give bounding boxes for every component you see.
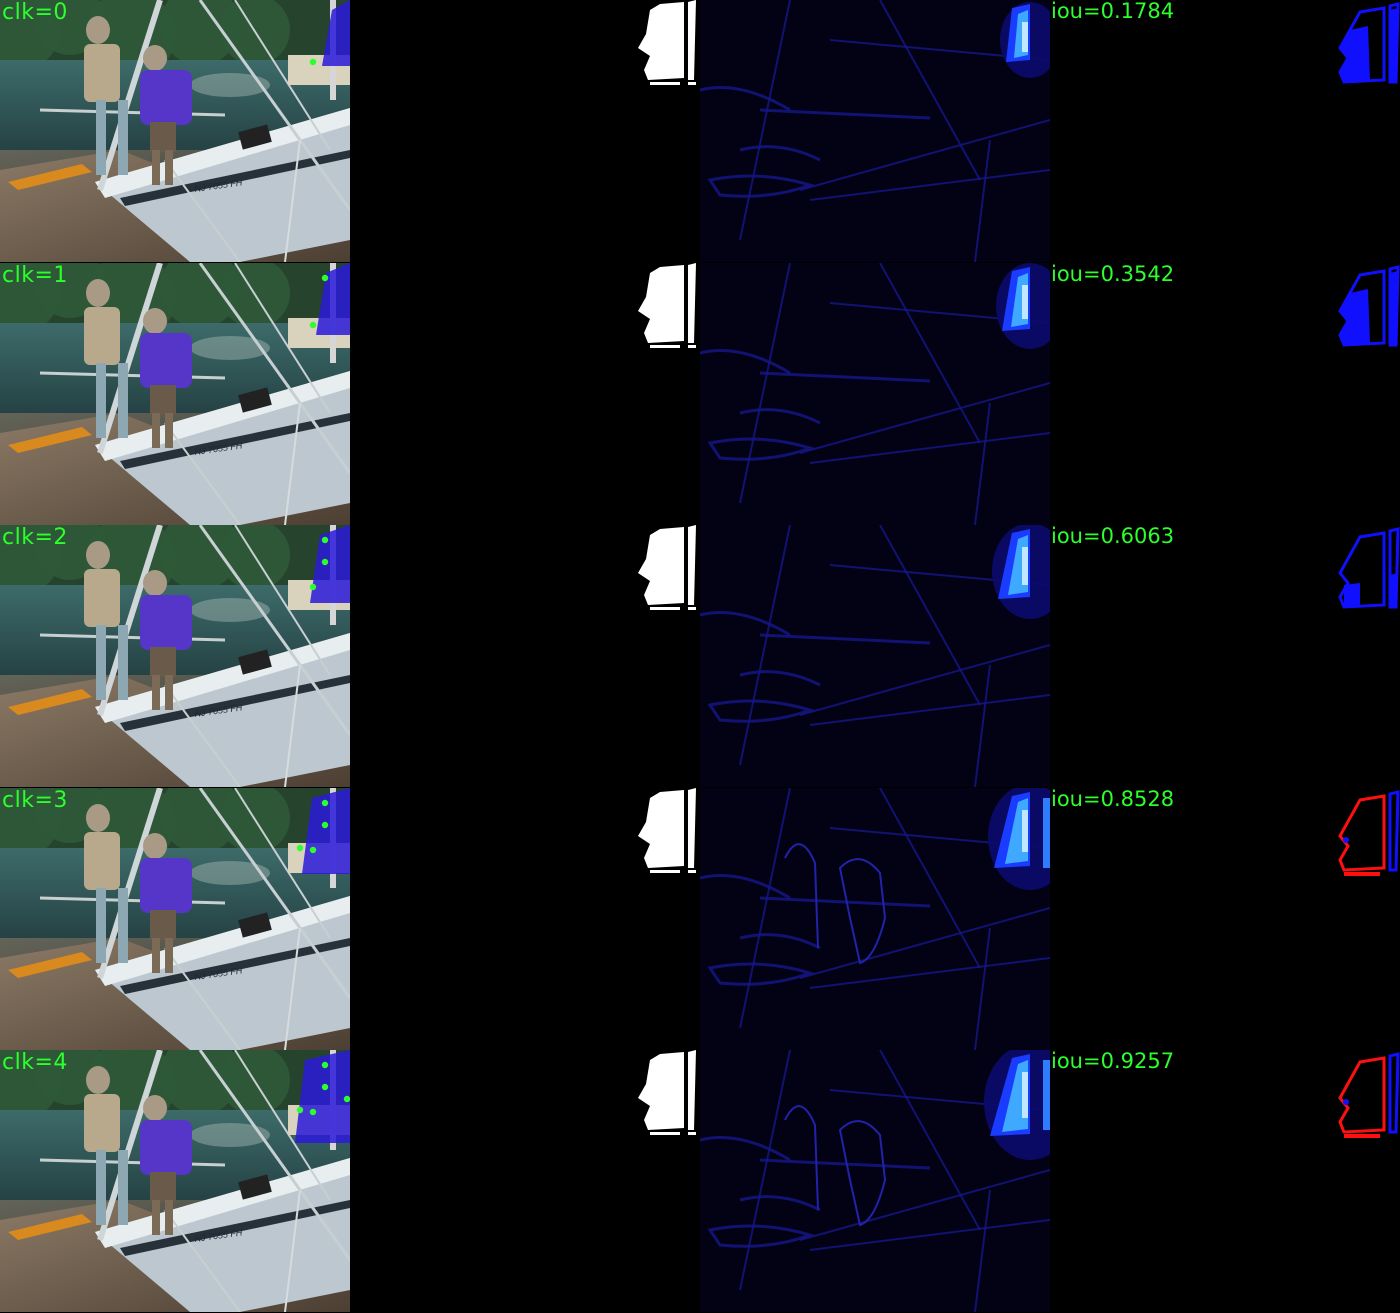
positive-click-dot [321,1084,329,1091]
positive-click-dot [321,536,329,544]
positive-click-dot [309,321,317,328]
click-count-label: clk=2 [2,525,68,551]
click-count-label: clk=3 [2,787,68,813]
probability-map-panel [700,262,1050,525]
positive-click-dot [296,844,304,851]
positive-click-dot [321,1062,329,1069]
ground-truth-mask-panel [350,525,700,788]
error-map-panel: iou=0.6063 [1050,525,1400,788]
iou-score-label: iou=0.3542 [1051,262,1175,286]
scene-illustration: NJ 7055 FH [0,262,350,525]
iou-score-label: iou=0.9257 [1051,1050,1175,1074]
ground-truth-mask [638,1050,696,1136]
probability-heatmap [700,1050,1050,1313]
error-map-panel: iou=0.8528 [1050,787,1400,1050]
error-map [1338,2,1400,84]
error-map-panel: iou=0.9257 [1050,1050,1400,1313]
error-map-panel: iou=0.3542 [1050,262,1400,525]
positive-click-dot [343,1096,350,1103]
positive-click-dot [309,846,317,853]
probability-heatmap [700,525,1050,788]
positive-click-dot [309,583,317,591]
click-count-label: clk=4 [2,1050,68,1076]
ground-truth-mask [638,525,696,611]
positive-click-dot [309,1109,317,1116]
positive-click-dot [321,799,329,806]
error-map [1338,264,1400,347]
probability-map-panel [700,525,1050,788]
ground-truth-mask [638,0,696,85]
positive-click-dot [321,821,329,828]
probability-heatmap [700,0,1050,262]
positive-click-dot [321,274,329,281]
ground-truth-mask-panel [350,262,700,525]
scene-illustration: NJ 7055 FH [0,1050,350,1313]
ground-truth-mask [638,262,696,348]
error-map [1338,789,1400,876]
probability-heatmap [700,262,1050,525]
ground-truth-mask-panel [350,0,700,262]
probability-map-panel [700,787,1050,1050]
iou-score-label: iou=0.1784 [1051,0,1175,23]
positive-click-dot [321,558,329,566]
error-map-panel: iou=0.1784 [1050,0,1400,262]
positive-click-dot [296,1107,304,1114]
iou-score-label: iou=0.8528 [1051,787,1175,811]
ground-truth-mask-panel [350,787,700,1050]
probability-heatmap [700,787,1050,1050]
probability-map-panel [700,1050,1050,1313]
error-map [1338,1052,1400,1139]
error-map [1338,527,1400,609]
click-count-label: clk=0 [2,0,68,25]
scene-illustration: NJ 7055 FH [0,0,350,262]
iou-score-label: iou=0.6063 [1051,525,1175,549]
ground-truth-mask [638,787,696,873]
click-count-label: clk=1 [2,262,68,288]
scene-illustration: NJ 7055 FH [0,787,350,1050]
ground-truth-mask-panel [350,1050,700,1313]
positive-click-dot [309,58,317,66]
probability-map-panel [700,0,1050,262]
scene-illustration: NJ 7055 FH [0,525,350,788]
